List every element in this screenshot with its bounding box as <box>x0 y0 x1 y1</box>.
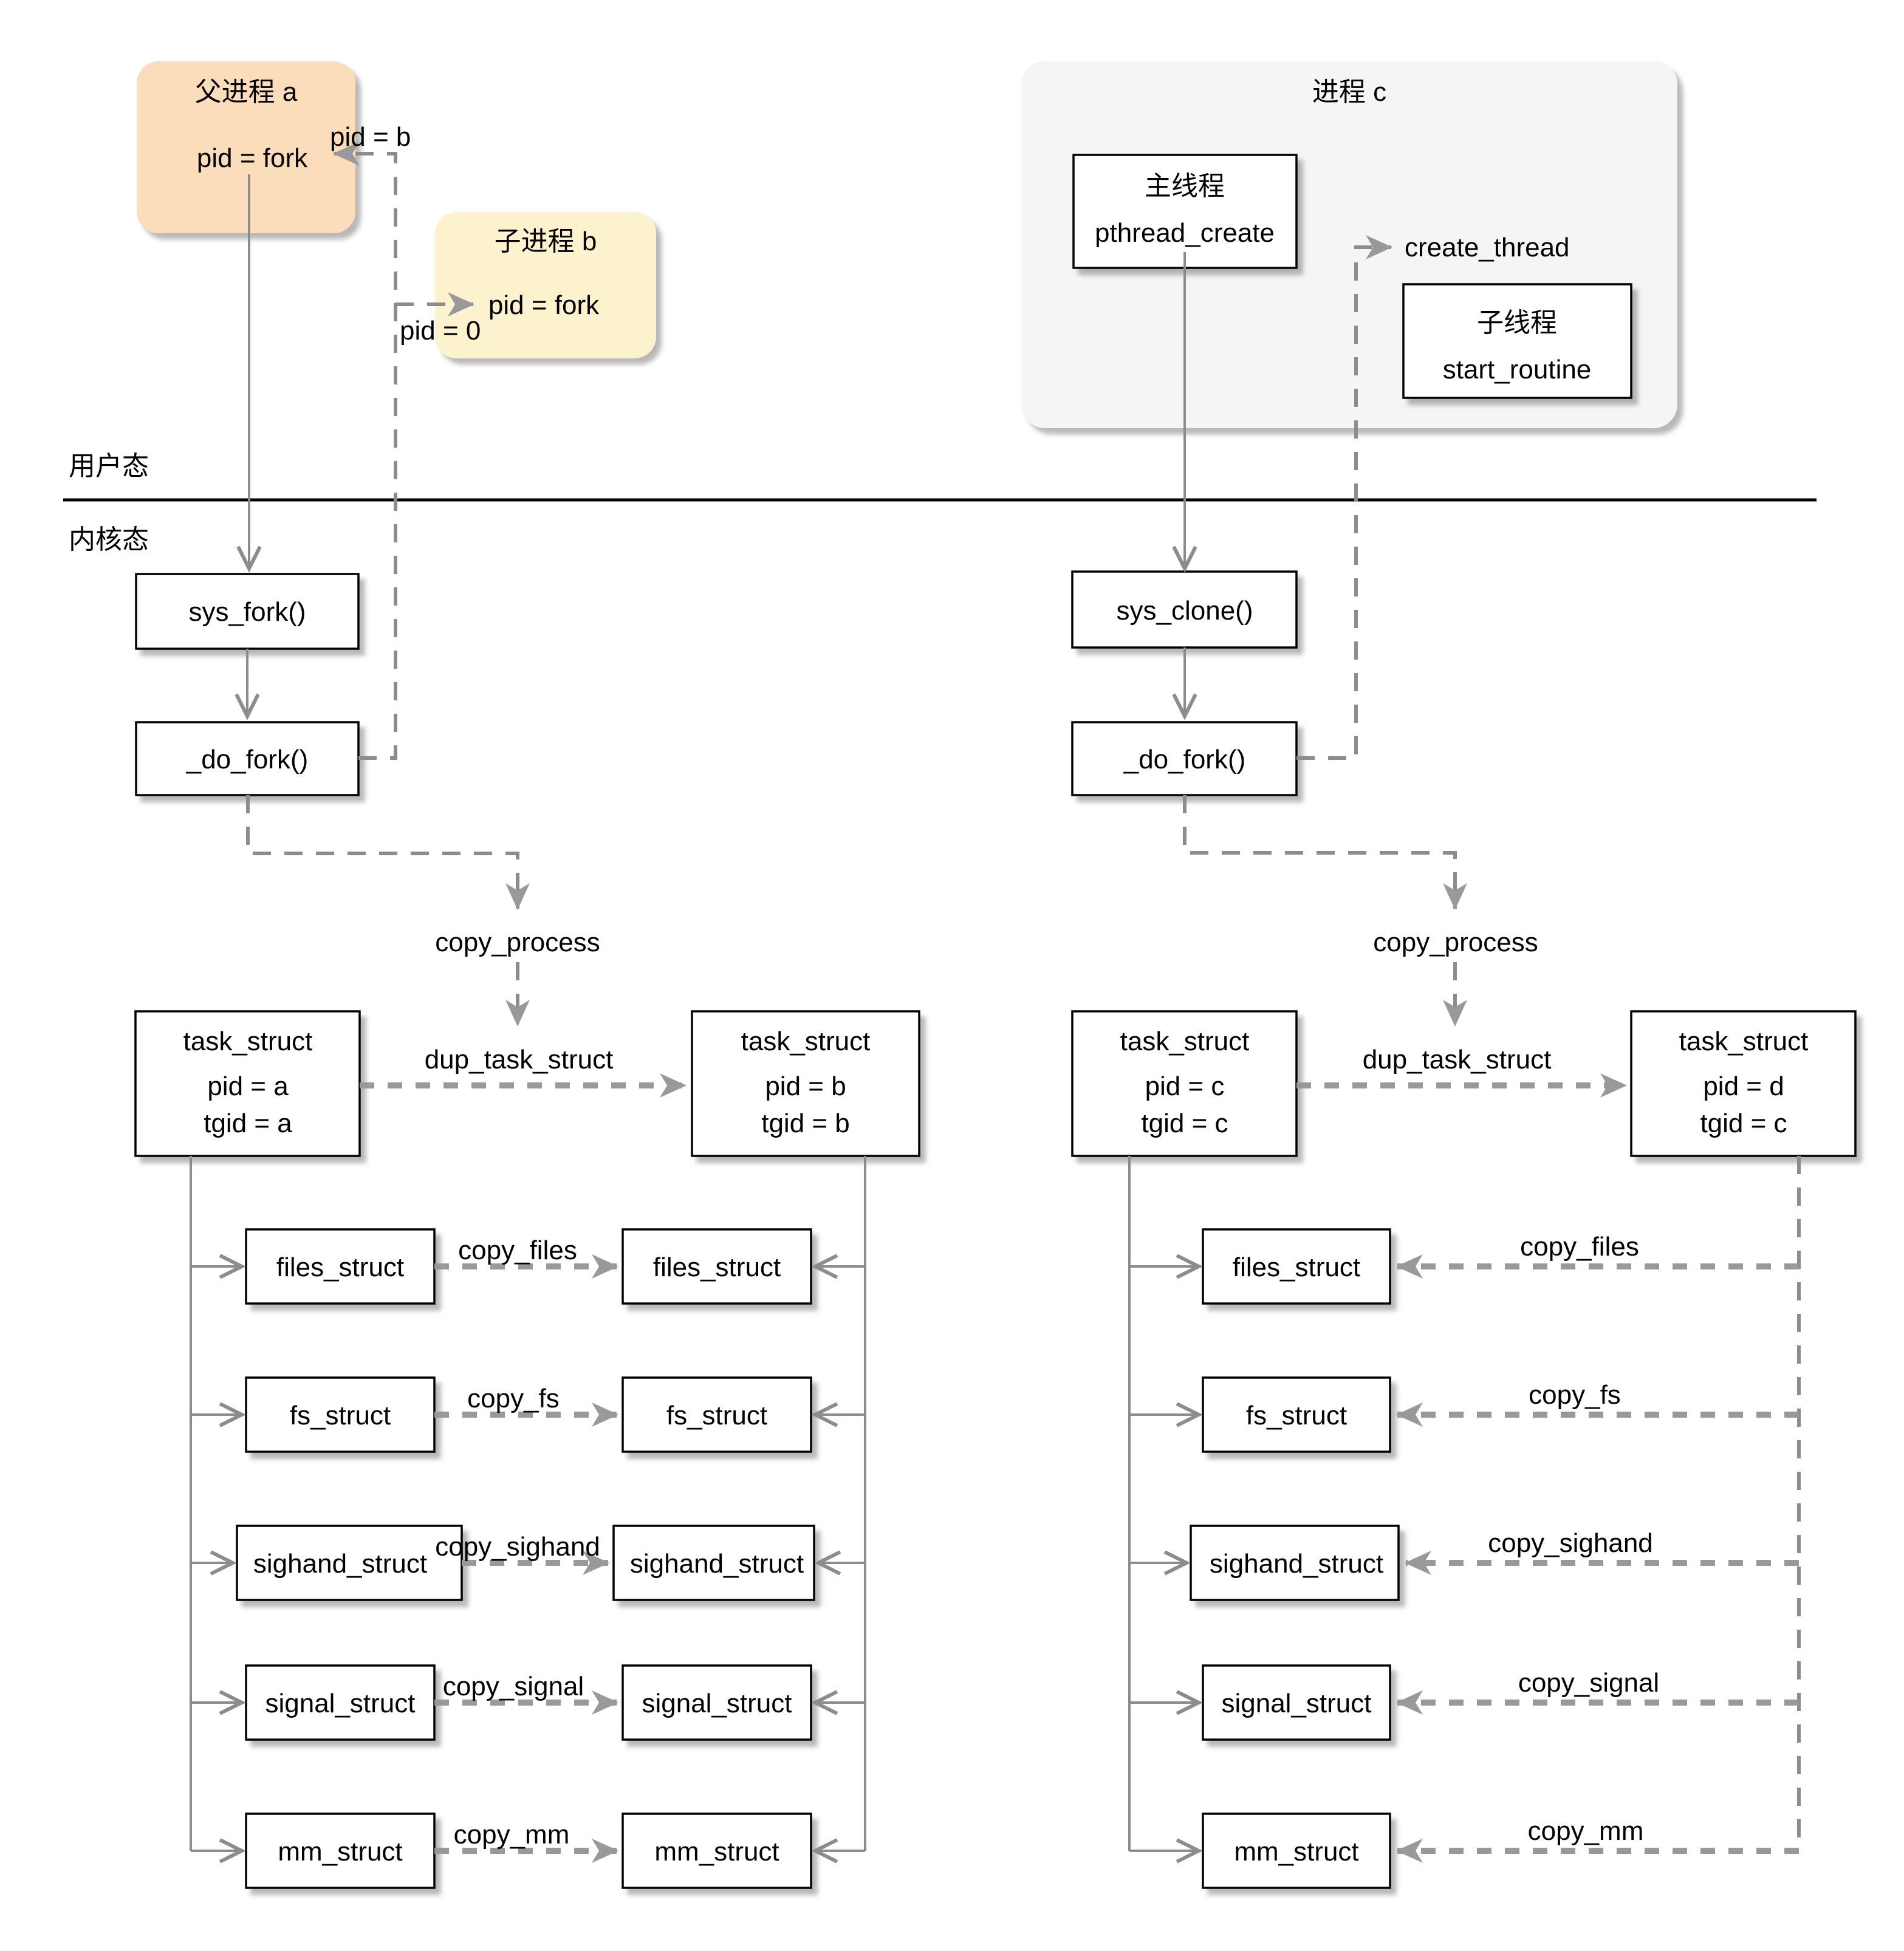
sys-clone-label: sys_clone() <box>1117 596 1253 626</box>
dofork-copyprocess-left-line <box>246 795 530 910</box>
files-struct-right <box>1202 1228 1391 1305</box>
copy-process-left-label: copy_process <box>435 928 600 957</box>
task-thread-tgid: tgid = c <box>1700 1109 1787 1138</box>
kernel-mode-label: 内核态 <box>69 525 149 555</box>
files-struct-left-a <box>245 1228 436 1305</box>
dup-task-struct-right-label: dup_task_struct <box>1363 1045 1552 1075</box>
copy-process-right-label: copy_process <box>1373 928 1538 957</box>
signal-struct-right <box>1202 1664 1391 1741</box>
copy-sighand-left-label: copy_sighand <box>435 1532 600 1562</box>
mm-struct-right <box>1202 1813 1391 1889</box>
task-struct-thread-box <box>1630 1010 1857 1157</box>
signal-struct-left-a <box>245 1664 436 1741</box>
mm-struct-a-label: mm_struct <box>278 1837 402 1867</box>
signal-struct-a-label: signal_struct <box>265 1689 415 1718</box>
copy-fs-left-label: copy_fs <box>467 1384 560 1413</box>
copy-mm-right-label: copy_mm <box>1528 1816 1644 1846</box>
sighand-struct-right <box>1190 1525 1400 1601</box>
sys-clone-box <box>1071 570 1298 649</box>
task-parent-tgid: tgid = a <box>204 1109 292 1138</box>
main-thread-title: 主线程 <box>1145 171 1225 201</box>
do-fork-right-box <box>1071 721 1298 796</box>
task-struct-parent-box <box>134 1010 361 1157</box>
task-thread-title: task_struct <box>1679 1027 1809 1056</box>
parent-process-box <box>137 61 355 233</box>
copy-mm-left-label: copy_mm <box>454 1820 570 1850</box>
task-struct-main-box <box>1071 1010 1298 1157</box>
copy-signal-left-label: copy_signal <box>443 1672 584 1701</box>
sighand-struct-left-b <box>612 1525 815 1601</box>
task-parent-title: task_struct <box>183 1027 313 1056</box>
files-struct-left-b <box>622 1228 812 1305</box>
fs-struct-left-a <box>245 1376 436 1453</box>
fs-struct-right <box>1202 1376 1391 1453</box>
mm-struct-left-b <box>622 1813 812 1889</box>
task-struct-child-box <box>691 1010 920 1157</box>
task-child-tgid: tgid = b <box>761 1109 850 1138</box>
task-main-tgid: tgid = c <box>1141 1109 1228 1138</box>
copy-files-right-label: copy_files <box>1520 1232 1639 1262</box>
start-routine-label: start_routine <box>1443 355 1592 384</box>
sighand-struct-c-label: sighand_struct <box>1210 1549 1383 1579</box>
fs-struct-b-label: fs_struct <box>666 1401 767 1430</box>
return-pid-b-label: pid = b <box>330 122 411 152</box>
sighand-struct-b-label: sighand_struct <box>630 1549 804 1579</box>
child-thread-box <box>1402 283 1632 399</box>
mm-struct-c-label: mm_struct <box>1234 1837 1358 1867</box>
user-mode-label: 用户态 <box>69 451 149 481</box>
main-thread-box <box>1072 154 1298 269</box>
signal-struct-left-b <box>622 1664 812 1741</box>
pthread-create-label: pthread_create <box>1095 218 1275 248</box>
signal-struct-c-label: signal_struct <box>1221 1689 1371 1718</box>
task-parent-pid: pid = a <box>207 1071 289 1101</box>
do-fork-left-label: _do_fork() <box>186 745 309 774</box>
fork-return-to-parent-line <box>333 142 397 760</box>
copy-files-left-label: copy_files <box>458 1235 577 1265</box>
copy-sighand-right-label: copy_sighand <box>1488 1528 1653 1558</box>
copy-signal-right-label: copy_signal <box>1518 1668 1659 1698</box>
return-pid-0-label: pid = 0 <box>400 316 481 346</box>
create-thread-label: create_thread <box>1405 233 1570 262</box>
task-child-title: task_struct <box>741 1027 871 1056</box>
files-struct-b-label: files_struct <box>653 1252 781 1282</box>
fs-struct-left-b <box>622 1376 812 1453</box>
files-struct-c-label: files_struct <box>1233 1252 1360 1282</box>
fs-struct-c-label: fs_struct <box>1246 1401 1347 1430</box>
mm-struct-b-label: mm_struct <box>654 1837 779 1867</box>
sys-fork-label: sys_fork() <box>188 597 306 627</box>
child-pid-label: pid = fork <box>488 290 600 320</box>
copy-fs-right-label: copy_fs <box>1529 1380 1621 1410</box>
task-main-pid: pid = c <box>1145 1071 1225 1101</box>
child-process-box <box>435 212 656 358</box>
files-struct-a-label: files_struct <box>276 1252 404 1282</box>
parent-process-title: 父进程 a <box>195 77 298 107</box>
fs-struct-a-label: fs_struct <box>290 1401 391 1430</box>
child-process-title: 子进程 b <box>495 227 597 256</box>
process-c-title: 进程 c <box>1312 77 1386 107</box>
sighand-struct-left-a <box>236 1525 463 1601</box>
do-fork-right-label: _do_fork() <box>1123 745 1246 774</box>
mm-struct-left-a <box>245 1813 436 1889</box>
task-thread-pid: pid = d <box>1703 1071 1784 1101</box>
sighand-struct-a-label: sighand_struct <box>253 1549 427 1579</box>
task-child-pid: pid = b <box>765 1071 846 1101</box>
task-main-title: task_struct <box>1120 1027 1250 1056</box>
child-thread-title: 子线程 <box>1477 308 1557 338</box>
dup-task-struct-left-label: dup_task_struct <box>425 1045 614 1075</box>
parent-pid-label: pid = fork <box>197 143 308 173</box>
signal-struct-b-label: signal_struct <box>642 1689 792 1718</box>
dofork-copyprocess-right-line <box>1183 795 1467 910</box>
